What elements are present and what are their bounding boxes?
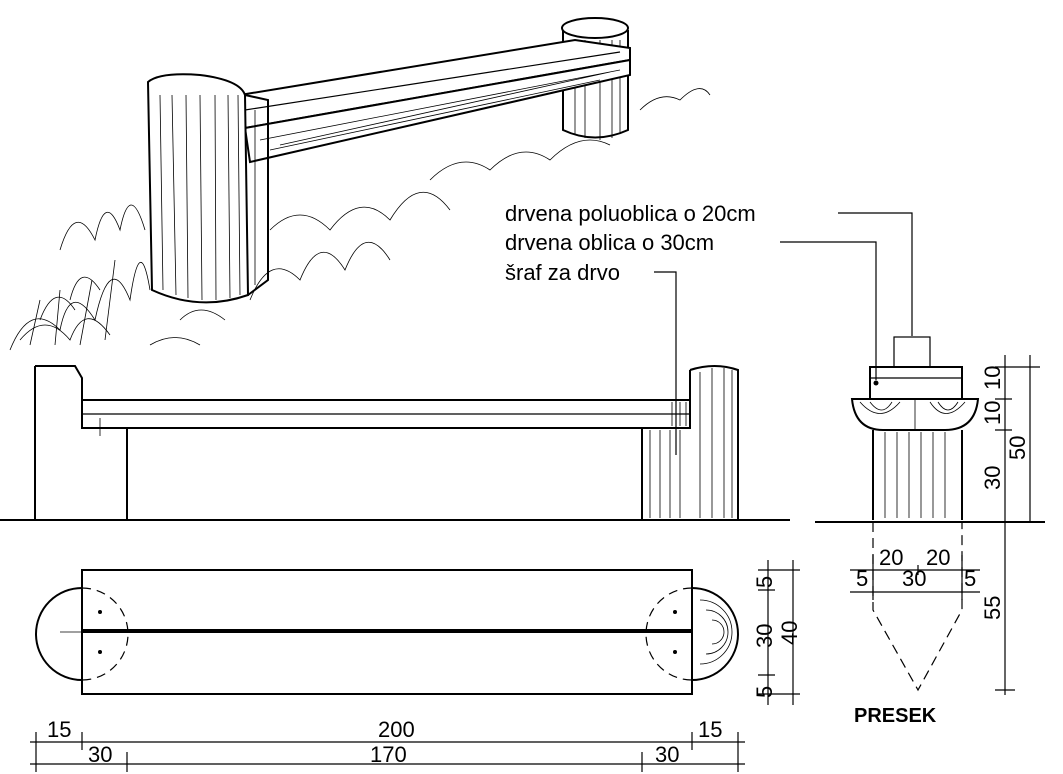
perspective-sketch	[9, 17, 711, 351]
dim-total-length: 200	[378, 717, 415, 742]
front-post	[146, 73, 269, 304]
dim-edge-right: 5	[964, 566, 976, 591]
dim-plan-bottom: 5	[752, 686, 777, 698]
dim-top: 10	[980, 366, 1005, 390]
section-title: PRESEK	[854, 705, 937, 727]
dim-plan-inner: 30	[752, 624, 777, 648]
seat-planks	[238, 38, 631, 164]
dim-half-right: 20	[926, 545, 950, 570]
dim-edge-left: 5	[856, 566, 868, 591]
dim-post-dia: 30	[902, 566, 926, 591]
dim-right-post: 30	[655, 742, 679, 767]
annotations: drvena poluoblica o 20cm drvena oblica o…	[505, 201, 913, 455]
dim-left-post: 30	[88, 742, 112, 767]
vegetation	[9, 88, 711, 351]
plan-view: 5 30 40 5	[35, 560, 802, 705]
dim-height: 50	[1005, 436, 1030, 460]
leader-log	[780, 241, 877, 380]
bottom-dimensions: 15 200 15 30 170 30	[30, 717, 745, 772]
leader-screw	[654, 271, 677, 455]
dim-plan-width: 40	[777, 621, 802, 645]
dim-post-height: 30	[980, 466, 1005, 490]
half-log-label: drvena poluoblica o 20cm	[505, 201, 756, 226]
section-post	[872, 430, 963, 520]
dim-embed: 55	[980, 596, 1005, 620]
right-post	[641, 365, 739, 520]
front-elevation	[0, 365, 790, 521]
left-post	[35, 365, 83, 400]
dim-plan-top: 5	[752, 576, 777, 588]
plan-left-post	[35, 587, 83, 681]
leader-half-log	[838, 212, 913, 336]
section-seat	[869, 366, 963, 400]
dim-span: 170	[370, 742, 407, 767]
screw-label: šraf za drvo	[505, 260, 620, 285]
dim-left-overhang: 15	[47, 717, 71, 742]
dim-half-left: 20	[879, 545, 903, 570]
section-view: PRESEK 20 20 5 30 5 10 10 30 50 55	[815, 336, 1045, 727]
section-embedded-tip	[872, 522, 963, 692]
log-label: drvena oblica o 30cm	[505, 230, 714, 255]
dim-second: 10	[980, 401, 1005, 425]
dim-right-overhang: 15	[698, 717, 722, 742]
plan-right-post	[691, 587, 739, 681]
